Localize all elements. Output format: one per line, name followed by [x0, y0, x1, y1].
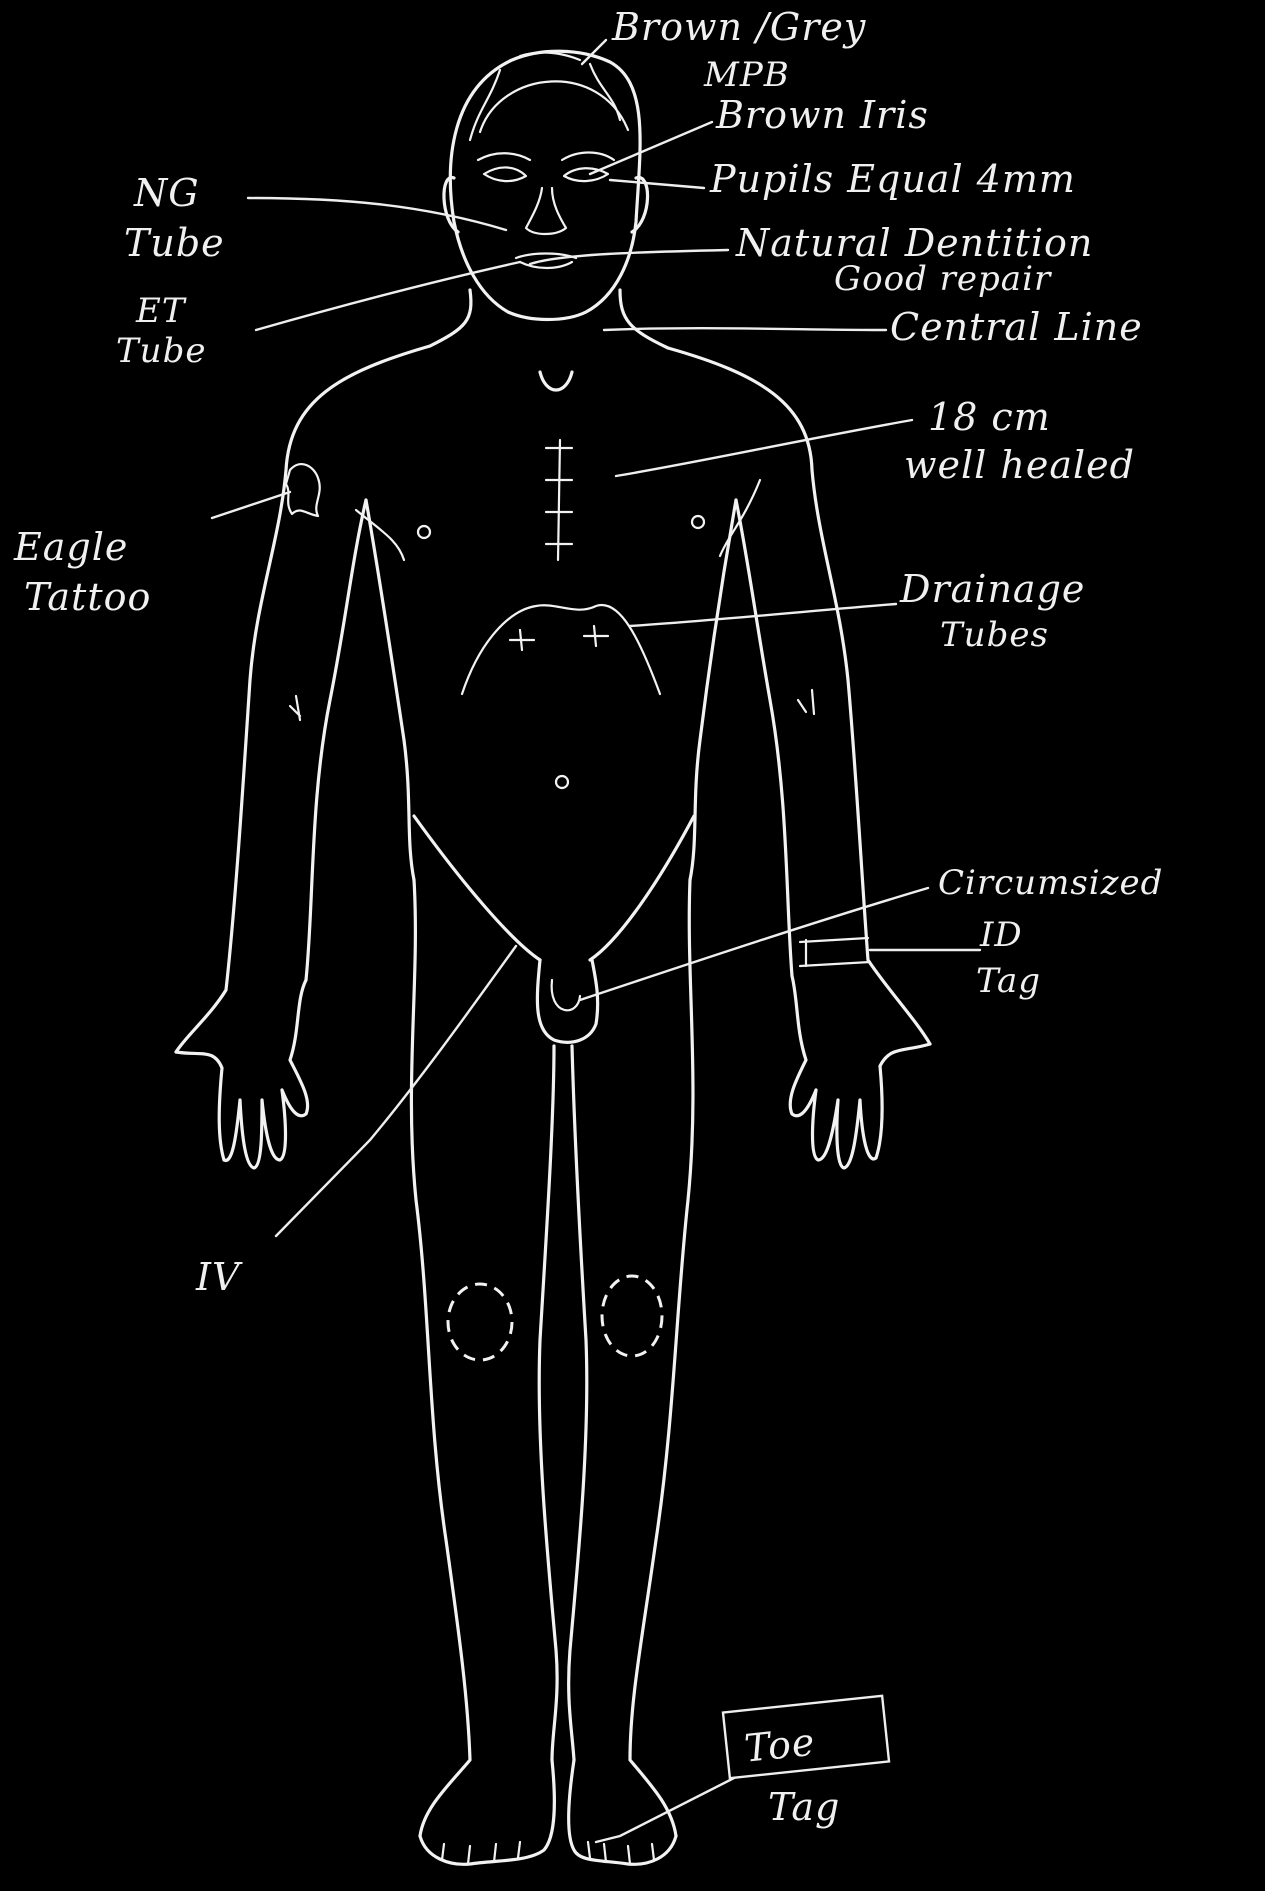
right-brow	[562, 153, 614, 161]
right-arm-inner	[736, 500, 792, 976]
leader-central-line	[604, 328, 886, 330]
label-et-tube-line2: Tube	[116, 331, 206, 371]
left-hand	[176, 980, 308, 1168]
hair-strands	[470, 53, 620, 140]
suprasternal-notch	[540, 372, 572, 390]
torso-left	[366, 500, 414, 880]
label-pupils: Pupils Equal 4mm	[709, 157, 1076, 201]
leader-pupils	[610, 180, 704, 188]
leader-drainage	[630, 604, 896, 626]
leader-et-tube	[256, 262, 520, 330]
leader-tattoo	[212, 492, 290, 518]
left-nipple	[418, 526, 430, 538]
right-forearm-mark	[798, 690, 814, 714]
leader-scar	[616, 420, 912, 476]
label-drainage-line1: Drainage	[899, 567, 1085, 611]
left-arm-outer	[176, 346, 430, 1052]
label-toe-tag-line1: Toe	[742, 1720, 817, 1771]
left-foot	[420, 1760, 554, 1864]
right-hand	[790, 976, 930, 1168]
navel	[556, 776, 568, 788]
right-leg-inner	[569, 1046, 587, 1760]
label-iv: IV	[195, 1255, 243, 1299]
label-circumcised: Circumsized	[938, 863, 1163, 903]
left-arm-inner	[306, 500, 366, 980]
left-leg-inner	[539, 1046, 557, 1760]
label-id-tag-line1: ID	[979, 915, 1023, 955]
head-outline	[450, 51, 640, 319]
leader-toe-tag	[596, 1778, 734, 1842]
label-id-tag-line2: Tag	[976, 961, 1041, 1001]
label-drainage-line2: Tubes	[940, 615, 1049, 655]
body-outline	[176, 51, 930, 1864]
genital-outline	[537, 960, 597, 1042]
label-et-tube-line1: ET	[135, 291, 187, 331]
costal-margin	[462, 605, 660, 694]
label-hair-line1: Brown /Grey	[611, 5, 866, 49]
nose	[526, 188, 566, 234]
right-knee-patch	[602, 1276, 662, 1356]
eagle-tattoo-mark	[286, 464, 320, 516]
label-iris: Brown Iris	[715, 93, 929, 137]
labels: Brown /Grey MPB Brown Iris Pupils Equal …	[13, 5, 1163, 1829]
label-ng-tube-line2: Tube	[124, 221, 225, 265]
label-toe-tag-line2: Tag	[768, 1785, 840, 1829]
neck-right	[620, 290, 668, 348]
leader-circumcised	[580, 888, 928, 1000]
right-leg-outer	[630, 880, 693, 1836]
hairline	[480, 81, 628, 132]
left-brow	[478, 153, 530, 160]
leader-ng-tube	[248, 198, 506, 230]
leader-iris	[590, 122, 712, 174]
label-ng-tube-line1: NG	[133, 171, 200, 215]
label-hair-line2: MPB	[703, 55, 790, 95]
wrist-band	[800, 938, 870, 966]
label-scar-line1: 18 cm	[928, 395, 1051, 439]
label-dentition-line2: Good repair	[834, 259, 1052, 299]
drainage-marks	[510, 626, 608, 650]
left-eye	[484, 167, 526, 181]
label-tattoo-line2: Tattoo	[24, 575, 151, 619]
right-foot	[569, 1760, 676, 1864]
left-forearm-mark	[290, 696, 300, 720]
neck-left	[430, 290, 471, 346]
left-groin	[414, 816, 540, 960]
leader-lines	[212, 40, 980, 1842]
label-scar-line2: well healed	[904, 443, 1135, 487]
genital-inner	[552, 980, 580, 1010]
label-central-line: Central Line	[890, 305, 1143, 349]
torso-right	[690, 500, 736, 880]
leader-iv	[276, 946, 516, 1236]
sternal-scar	[546, 440, 572, 560]
left-knee-patch	[448, 1284, 512, 1360]
right-groin	[590, 816, 694, 960]
label-tattoo-line1: Eagle	[13, 525, 128, 569]
right-nipple	[692, 516, 704, 528]
